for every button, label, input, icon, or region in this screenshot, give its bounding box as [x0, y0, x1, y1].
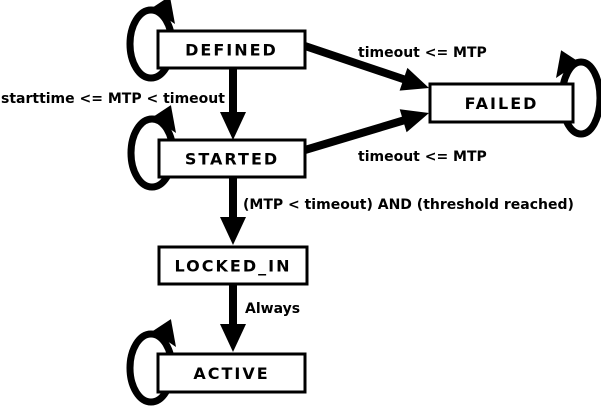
edge-defined-to-failed-arrowhead-icon: [399, 67, 429, 91]
state-box-started: [157, 138, 307, 179]
edge-label-defined-to-started: starttime <= MTP < timeout: [1, 91, 225, 107]
edge-label-started-to-failed: timeout <= MTP: [358, 149, 487, 165]
state-box-locked-in: [157, 245, 309, 286]
edge-label-defined-to-failed: timeout <= MTP: [358, 45, 487, 61]
edge-started-to-failed-arrowhead-icon: [399, 109, 429, 133]
edge-started-to-failed-line: [303, 116, 407, 154]
self-loop-started-arrowhead-icon: [152, 105, 176, 133]
state-label-started: STARTED: [185, 150, 279, 169]
state-label-locked-in: LOCKED_IN: [175, 257, 292, 276]
edge-defined-to-started-arrowhead-icon: [220, 112, 246, 140]
edge-started-to-lockedin-arrowhead-icon: [220, 217, 246, 245]
edge-defined-to-failed-line: [303, 42, 408, 84]
state-label-active: ACTIVE: [193, 364, 269, 383]
edge-label-lockedin-to-active: Always: [245, 301, 300, 317]
state-label-failed: FAILED: [465, 94, 539, 113]
self-loop-failed-arrowhead-icon: [556, 50, 580, 78]
state-box-defined: [156, 29, 307, 70]
state-label-defined: DEFINED: [185, 41, 278, 60]
state-box-failed: [428, 82, 575, 124]
self-loop-active-arrowhead-icon: [152, 319, 176, 347]
self-loop-defined-arrowhead-icon: [151, 0, 175, 24]
state-box-active: [156, 352, 307, 394]
edge-label-started-to-lockedin: (MTP < timeout) AND (threshold reached): [243, 197, 574, 213]
edge-lockedin-to-active-arrowhead-icon: [220, 324, 246, 352]
